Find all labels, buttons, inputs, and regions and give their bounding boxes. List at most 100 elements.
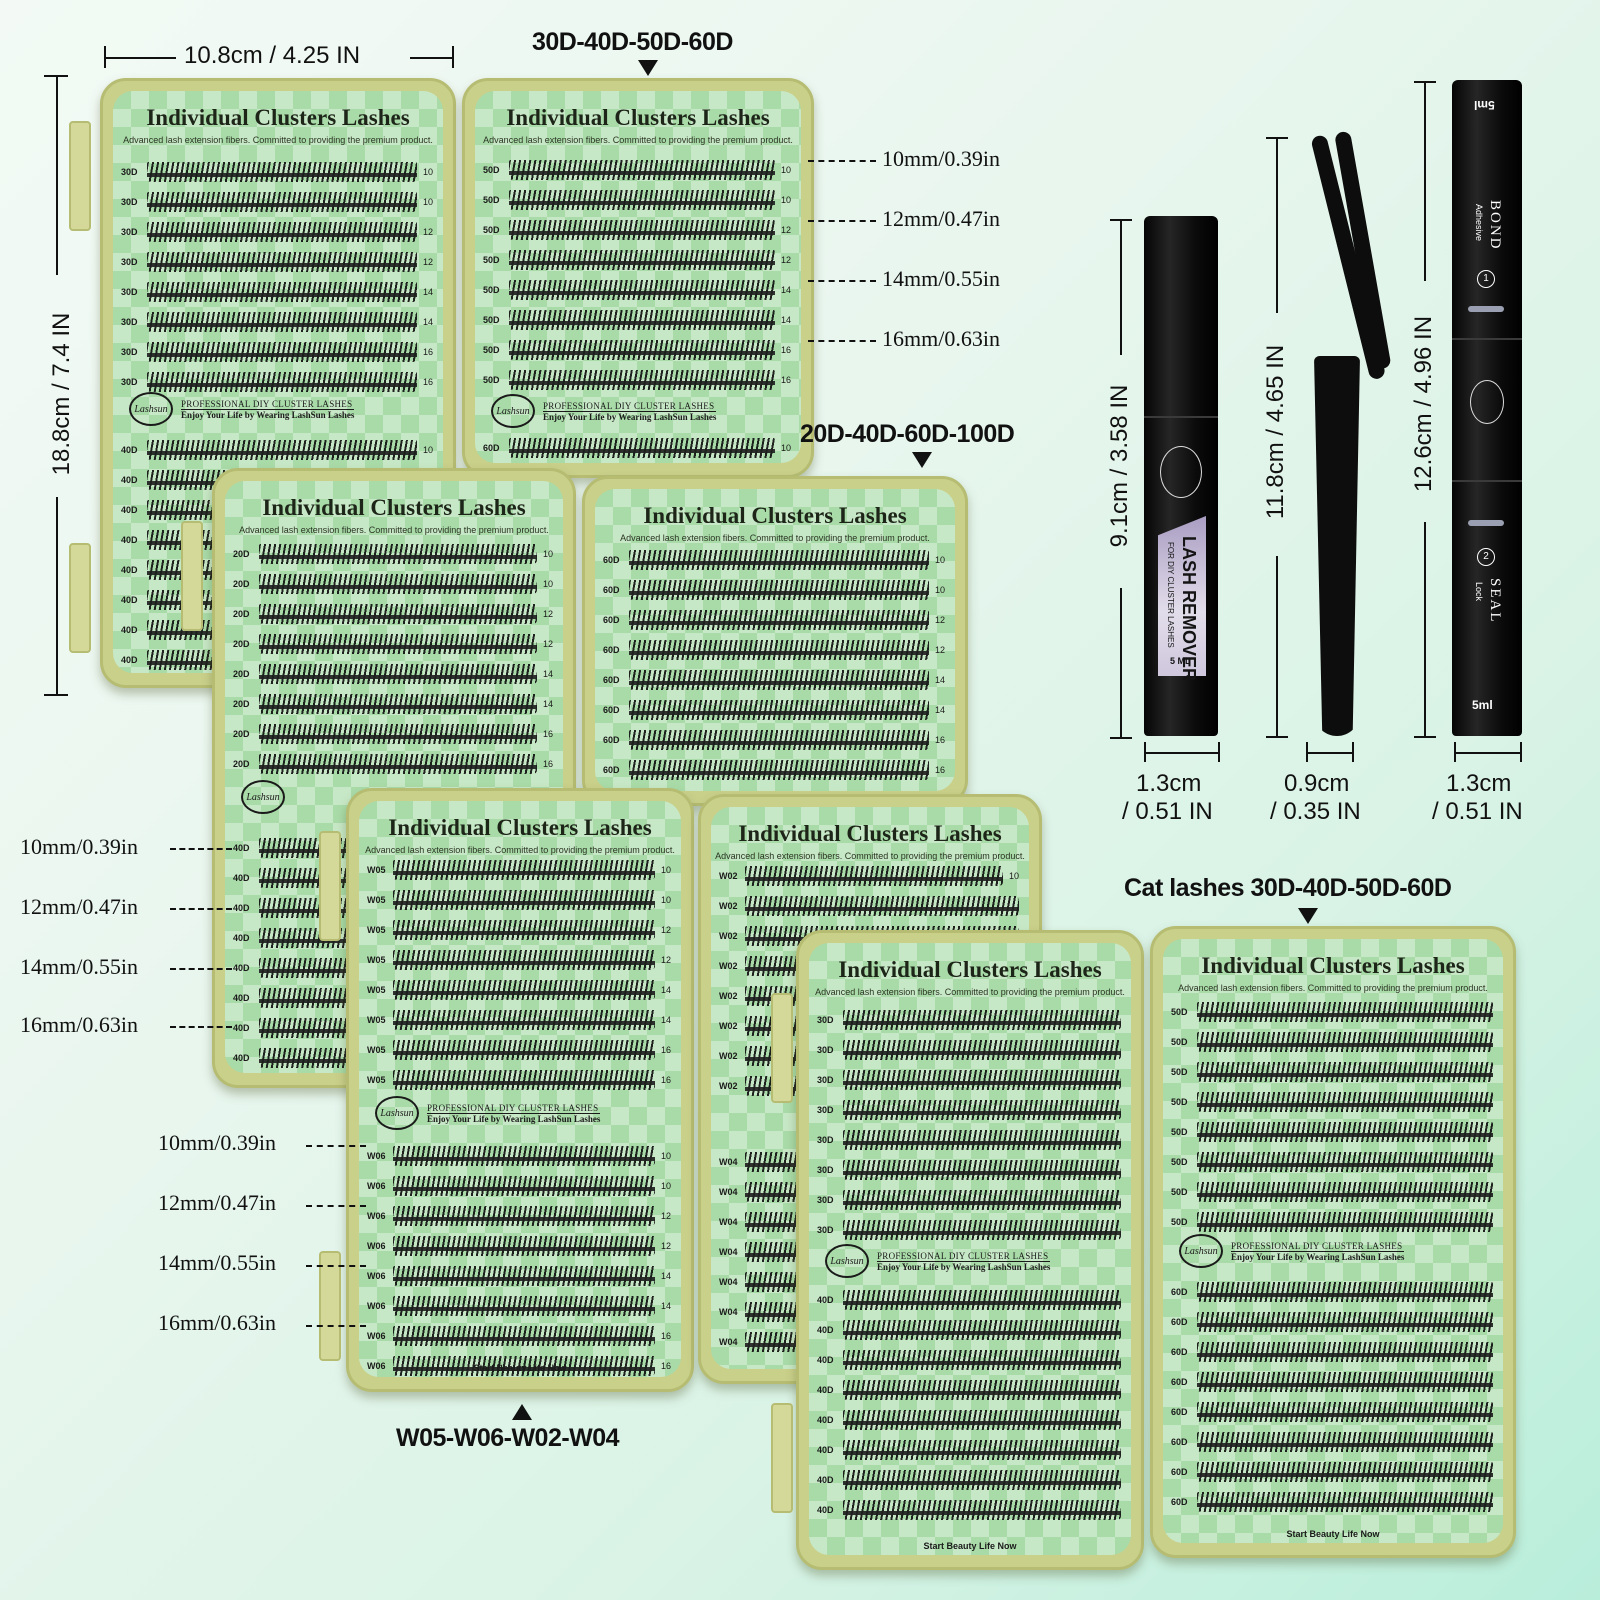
tray-title: Individual Clusters Lashes [262, 495, 526, 520]
glue-height-bottom-tick [1414, 736, 1436, 738]
lash-row: 40D [817, 1439, 1121, 1461]
lash-strip [393, 920, 655, 940]
lash-strip [629, 580, 929, 600]
lash-strip [259, 754, 537, 774]
glue-width-line [1454, 752, 1522, 754]
lash-row: 40D [817, 1469, 1121, 1491]
lash-strip [1197, 1462, 1493, 1482]
remover-width-in: / 0.51 IN [1122, 798, 1213, 825]
lash-tray: Individual Clusters Lashes Advanced lash… [475, 91, 801, 463]
lash-case-set4-right: Individual Clusters Lashes Advanced lash… [1150, 926, 1516, 1558]
lash-strip [393, 1176, 655, 1196]
glue-top-volume: 5ml [1474, 98, 1495, 112]
lash-strip [1197, 1432, 1493, 1452]
width-dim-left-line [104, 57, 176, 59]
lash-row: 30D [817, 1189, 1121, 1211]
lash-row: 40D [817, 1289, 1121, 1311]
lash-strip [629, 730, 929, 750]
tray-footer: Start Beauty Life Now [923, 1541, 1017, 1551]
case-clip [319, 1251, 341, 1361]
width-dim-right-tick [452, 46, 454, 68]
lash-row: 50D [1171, 1001, 1493, 1023]
lash-strip [259, 574, 537, 594]
lash-strip [843, 1130, 1121, 1150]
tray-footer: Start Beauty Life Now [473, 1363, 567, 1373]
lash-strip [1197, 1122, 1493, 1142]
lash-strip [1197, 1212, 1493, 1232]
tweezer-height-line [1276, 556, 1278, 736]
remover-height-label: 9.1cm / 3.58 IN [1106, 384, 1133, 548]
lash-strip [259, 544, 537, 564]
glue-bottom-volume: 5ml [1472, 698, 1493, 712]
height-dim-bottom-line [56, 497, 58, 695]
glue-width-cm: 1.3cm [1446, 770, 1512, 797]
lash-row: 50D [1171, 1031, 1493, 1053]
lash-row: 60D [1171, 1371, 1493, 1393]
lash-strip [147, 342, 417, 362]
glue-height-label: 12.6cm / 4.96 IN [1410, 315, 1437, 493]
lash-strip [1197, 1152, 1493, 1172]
tweezer-height-line [1276, 137, 1278, 313]
length-callout-line [808, 220, 876, 222]
lash-row: 60D [1171, 1491, 1493, 1513]
glue-seal-label: SEAL [1487, 578, 1503, 624]
lash-strip [393, 980, 655, 1000]
lash-strip [843, 1070, 1121, 1090]
length-callout-12mm: 12mm/0.47in [20, 894, 138, 919]
lash-strip [843, 1470, 1121, 1490]
tray-subtitle: Advanced lash extension fibers. Committe… [123, 135, 433, 145]
lash-strip [393, 1146, 655, 1166]
tray-title: Individual Clusters Lashes [738, 821, 1002, 846]
lash-strip [843, 1100, 1121, 1120]
case-clip [181, 521, 203, 631]
lash-row: 40D [817, 1349, 1121, 1371]
lash-strip [393, 1296, 655, 1316]
set1-label: 30D-40D-50D-60D [532, 28, 733, 56]
lash-strip [147, 372, 417, 392]
lash-strip [843, 1160, 1121, 1180]
lash-strip [1197, 1342, 1493, 1362]
length-callout-line [808, 280, 876, 282]
length-callout-line [170, 1026, 232, 1028]
lash-row: 50D [1171, 1091, 1493, 1113]
step-2-icon: 2 [1477, 548, 1495, 566]
width-dim-right-line [410, 57, 454, 59]
glue-width-tick [1520, 742, 1522, 762]
lash-row: 40D [817, 1379, 1121, 1401]
lash-row: 30D [817, 1009, 1121, 1031]
length-callout-16mm: 16mm/0.63in [20, 1012, 138, 1037]
lash-row: 40D [817, 1499, 1121, 1521]
tray-title: Individual Clusters Lashes [1201, 953, 1465, 978]
remover-volume: 5 ML [1170, 656, 1191, 666]
remover-width-tick [1218, 742, 1220, 762]
bond-seal-pen: 5ml BOND Adhesive 1 2 SEAL Lock 5ml [1452, 80, 1522, 736]
lash-strip [509, 340, 775, 360]
tray-title: Individual Clusters Lashes [838, 957, 1102, 982]
lash-row: 50D [1171, 1181, 1493, 1203]
lash-strip [629, 610, 929, 630]
length-callout-line [808, 340, 876, 342]
tweezer-width-cm: 0.9cm [1284, 770, 1350, 797]
lash-strip [393, 1326, 655, 1346]
tray-subtitle: Advanced lash extension fibers. Committe… [815, 987, 1125, 997]
case-width-label: 10.8cm / 4.25 IN [184, 42, 361, 69]
